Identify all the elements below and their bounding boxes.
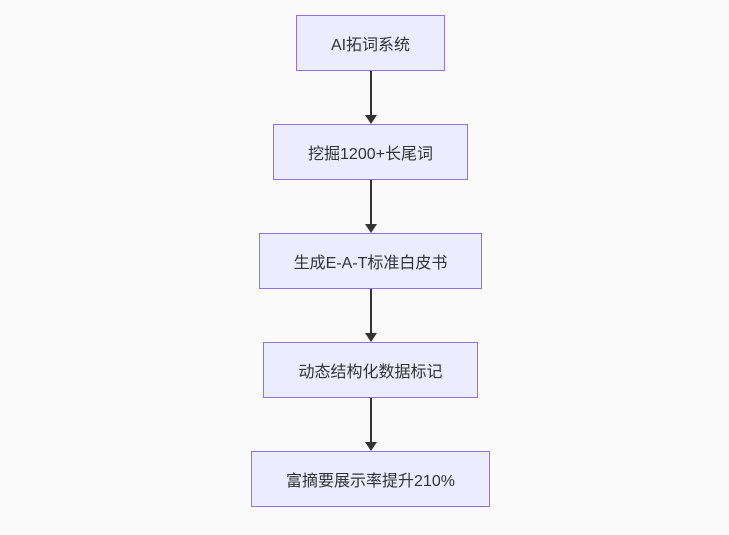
node-label: 挖掘1200+长尾词	[308, 146, 433, 163]
arrow-down-icon	[364, 442, 377, 451]
flowchart-node-rich-snippet-result: 富摘要展示率提升210%	[251, 451, 490, 507]
node-label: 富摘要展示率提升210%	[286, 473, 455, 490]
flowchart-edge	[364, 180, 377, 233]
node-label: AI拓词系统	[330, 37, 411, 54]
flowchart-edge	[364, 398, 377, 451]
node-label: 动态结构化数据标记	[298, 364, 443, 381]
arrow-down-icon	[364, 115, 377, 124]
edge-line	[369, 398, 372, 442]
flowchart-edge	[364, 71, 377, 124]
flowchart-canvas: AI拓词系统 挖掘1200+长尾词 生成E-A-T标准白皮书 动态结构化数据标记…	[6, 0, 729, 535]
edge-line	[369, 180, 372, 224]
edge-line	[369, 71, 372, 115]
flowchart-node-longtail-keywords: 挖掘1200+长尾词	[273, 124, 468, 180]
node-label: 生成E-A-T标准白皮书	[293, 255, 448, 272]
flowchart-node-structured-data: 动态结构化数据标记	[263, 342, 478, 398]
flowchart-node-eat-whitepaper: 生成E-A-T标准白皮书	[258, 233, 483, 289]
arrow-down-icon	[364, 333, 377, 342]
arrow-down-icon	[364, 224, 377, 233]
edge-line	[369, 289, 372, 333]
flowchart-node-ai-system: AI拓词系统	[295, 15, 446, 71]
flowchart-edge	[364, 289, 377, 342]
